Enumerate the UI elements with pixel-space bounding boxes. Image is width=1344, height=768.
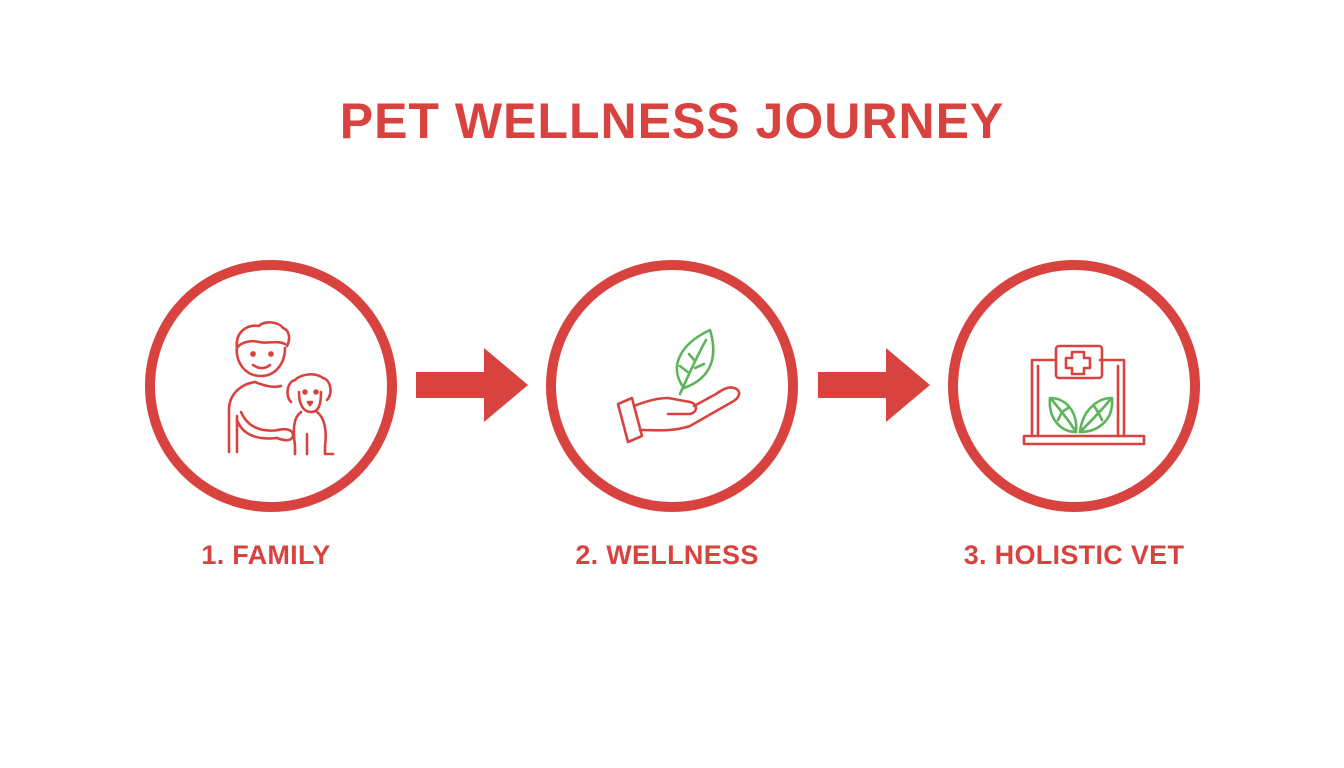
step-3-label: 3. HOLISTIC VET bbox=[963, 540, 1185, 570]
person-with-dog-icon bbox=[227, 321, 335, 456]
hand-holding-leaf-icon bbox=[616, 328, 741, 444]
step-3-circle bbox=[948, 260, 1200, 512]
vet-clinic-icon bbox=[1022, 344, 1146, 446]
arrow-right-icon bbox=[818, 348, 930, 422]
step-2-label: 2. WELLNESS bbox=[575, 540, 759, 570]
arrow-right-icon bbox=[416, 348, 528, 422]
step-1-circle bbox=[145, 260, 397, 512]
page-title: PET WELLNESS JOURNEY bbox=[339, 93, 1005, 149]
step-2-circle bbox=[546, 260, 798, 512]
step-1-label: 1. FAMILY bbox=[201, 540, 331, 570]
